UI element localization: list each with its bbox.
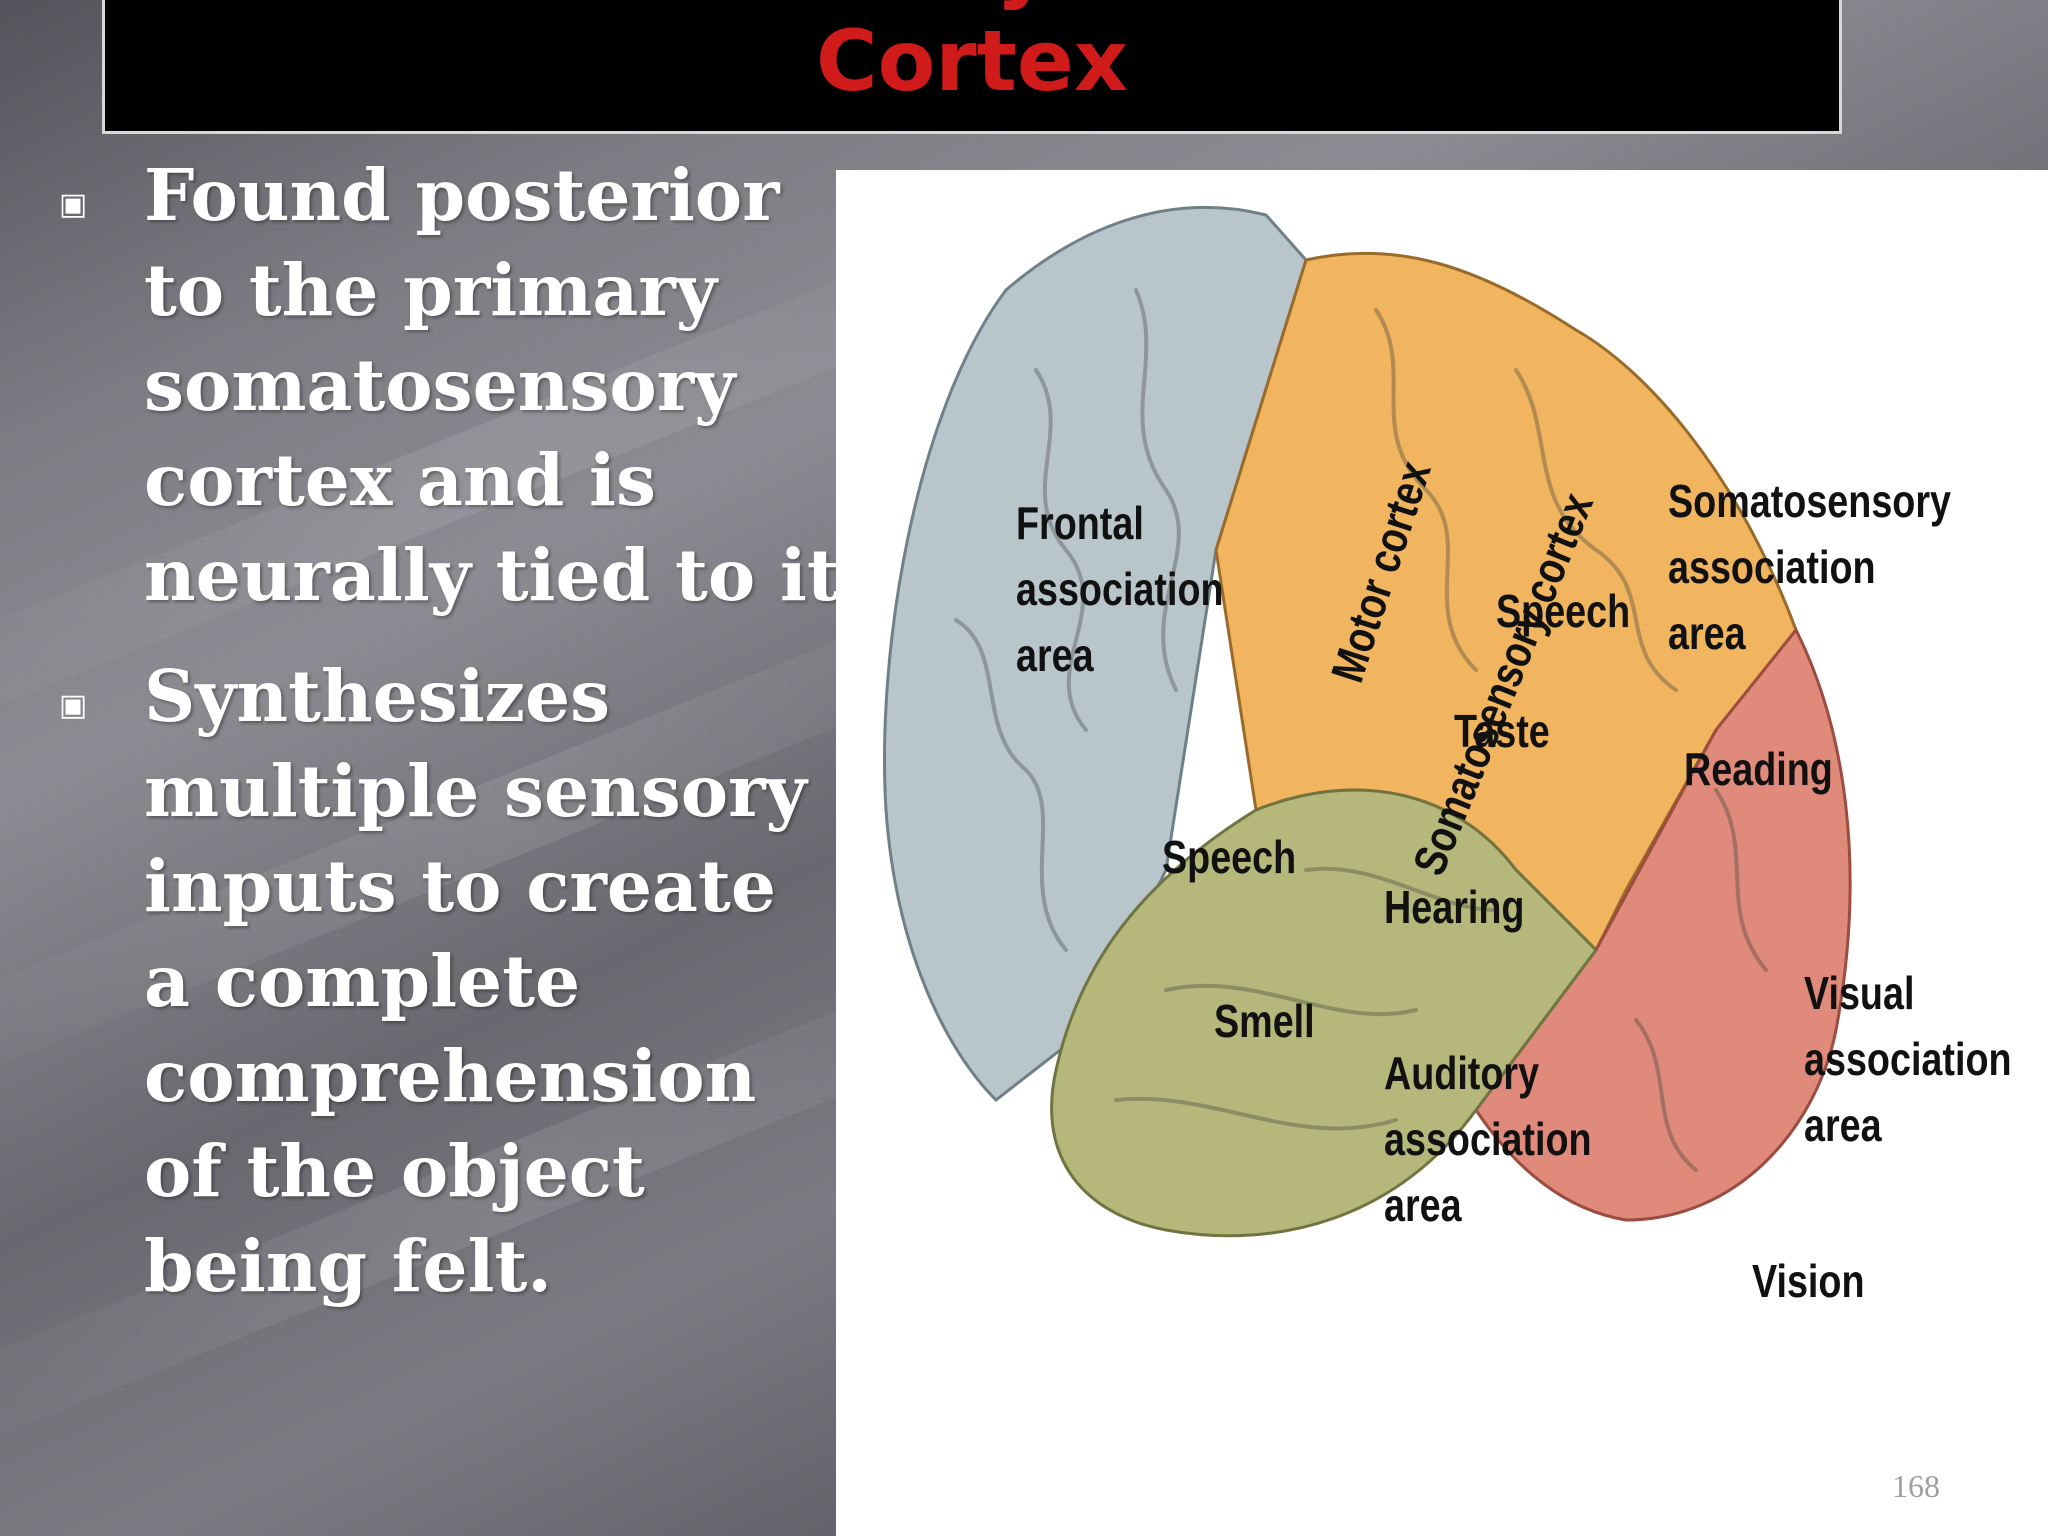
bullet-item: ▣ Synthesizes multiple sensory inputs to… (52, 649, 842, 1314)
label-reading: Reading (1684, 743, 1833, 795)
label-smell: Smell (1214, 995, 1315, 1047)
label-hearing: Hearing (1384, 881, 1525, 933)
bullet-text: Synthesizes multiple sensory inputs to c… (144, 654, 807, 1308)
boxed-dot-icon: ▣ (58, 187, 88, 222)
label-frontal-association: Frontal association area (1016, 497, 1224, 681)
bullet-text: Found posterior to the primary somatosen… (144, 153, 840, 617)
brain-illustration (883, 205, 1852, 1238)
label-somatosensory-association: Somatosensory association area (1668, 475, 1952, 659)
label-taste: Taste (1454, 705, 1550, 757)
occipital-lobe (1474, 627, 1852, 1222)
boxed-dot-icon: ▣ (58, 688, 88, 723)
gyri-texture (954, 288, 1768, 1172)
label-speech-lower: Speech (1162, 831, 1297, 883)
bullet-list: ▣ Found posterior to the primary somatos… (52, 148, 842, 1340)
slide-title: Somatosensory Association Cortex (320, 0, 1625, 110)
label-speech-upper: Speech (1496, 585, 1631, 637)
frontal-lobe (883, 205, 1308, 1102)
temporal-lobe (1050, 788, 1598, 1238)
label-visual-association: Visual association area (1804, 967, 2012, 1151)
brain-figure: Frontal association area Motor cortex So… (836, 170, 2048, 1536)
label-auditory-association: Auditory association area (1384, 1047, 1592, 1231)
bullet-item: ▣ Found posterior to the primary somatos… (52, 148, 842, 623)
page-number: 168 (1892, 1468, 1940, 1504)
label-vision: Vision (1752, 1255, 1865, 1307)
title-bar (102, 0, 1842, 134)
